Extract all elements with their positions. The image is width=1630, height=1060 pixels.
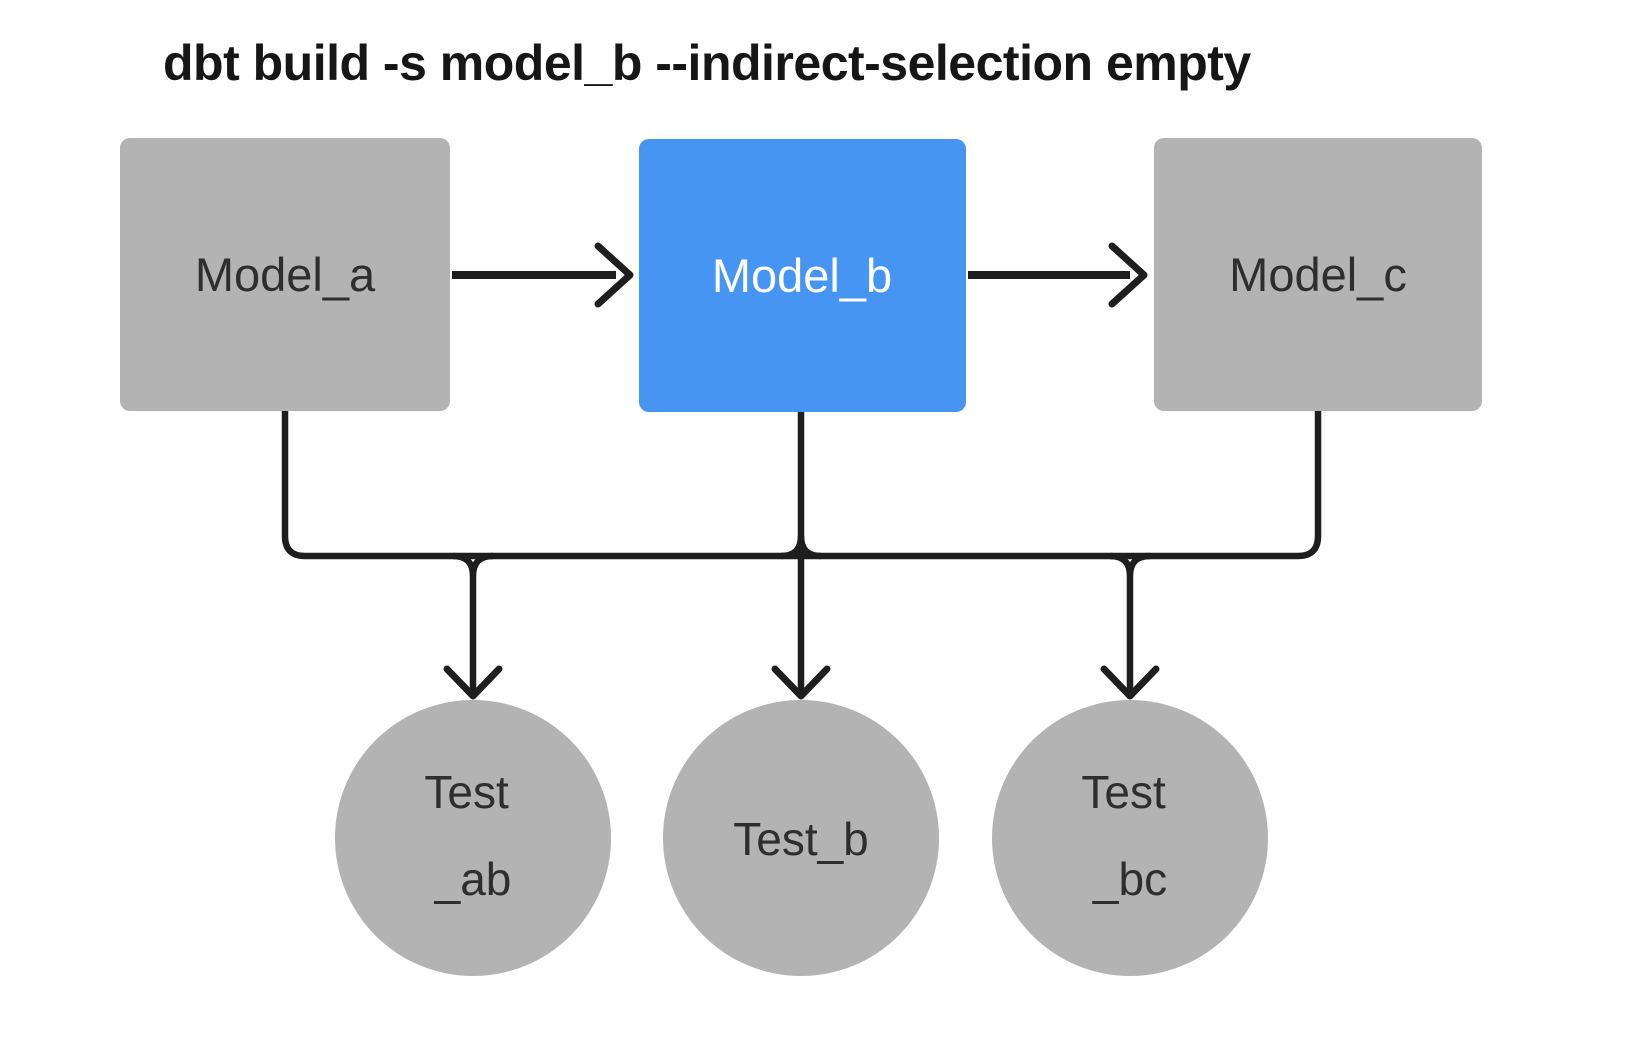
- diagram-title: dbt build -s model_b --indirect-selectio…: [163, 35, 1251, 91]
- edge-drop-to-test-bc: [1109, 552, 1151, 692]
- model-a-node: Model_a: [120, 138, 450, 411]
- test-ab-circle: [335, 700, 611, 976]
- test-bc-node: Test _bc: [992, 700, 1268, 976]
- edge-model-a-to-model-b: [452, 242, 634, 308]
- model-c-label: Model_c: [1229, 248, 1407, 301]
- model-b-node-selected: Model_b: [639, 139, 966, 412]
- test-ab-node: Test _ab: [335, 700, 611, 976]
- model-b-box: [639, 139, 966, 412]
- test-b-node: Test_b: [663, 700, 939, 976]
- model-to-test-connectors: [281, 411, 1322, 700]
- model-c-node: Model_c: [1154, 138, 1482, 411]
- model-a-label: Model_a: [195, 248, 376, 301]
- model-b-label: Model_b: [712, 249, 892, 302]
- model-c-box: [1154, 138, 1482, 411]
- test-bc-label-line1: Test: [1081, 766, 1166, 818]
- edge-drop-to-test-ab: [452, 552, 494, 692]
- connector-junction-model-b: [780, 535, 822, 560]
- arrowhead-right-icon: [1108, 242, 1148, 308]
- test-ab-label: Test _ab: [424, 766, 521, 905]
- test-ab-label-line1: Test: [424, 766, 509, 818]
- arrowhead-down-icon: [1100, 665, 1160, 700]
- test-bc-label: Test _bc: [1081, 766, 1178, 905]
- model-a-box: [120, 138, 450, 411]
- arrowhead-down-icon: [771, 665, 831, 700]
- test-b-label: Test_b: [733, 813, 869, 865]
- test-bc-circle: [992, 700, 1268, 976]
- arrowhead-right-icon: [594, 242, 634, 308]
- test-ab-label-line2: _ab: [434, 853, 512, 905]
- edge-model-b-to-model-c: [968, 242, 1148, 308]
- test-b-circle: [663, 700, 939, 976]
- test-bc-label-line2: _bc: [1092, 853, 1167, 905]
- arrowhead-down-icon: [443, 665, 503, 700]
